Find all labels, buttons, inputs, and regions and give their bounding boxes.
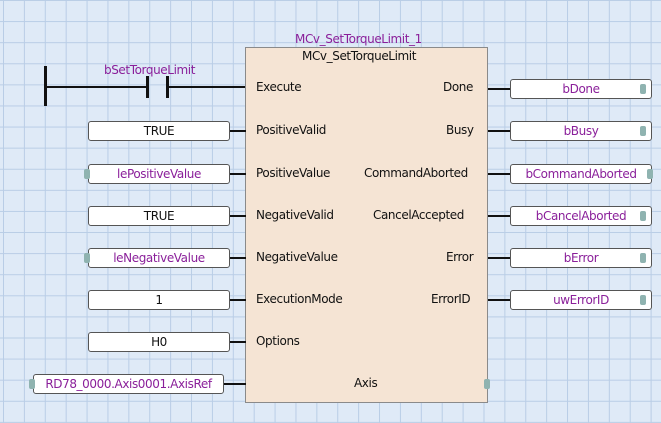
output-done[interactable]: bDone — [510, 79, 652, 99]
connector-tab — [484, 379, 490, 389]
pin-error-id: ErrorID — [431, 292, 471, 306]
pin-execute: Execute — [256, 80, 302, 94]
pin-execution-mode: ExecutionMode — [256, 292, 343, 306]
connector-tab — [640, 253, 646, 263]
output-error-id[interactable]: uwErrorID — [510, 290, 652, 310]
connector-tab — [640, 211, 646, 221]
input-wire-negative-value — [230, 257, 246, 259]
connector-tab — [29, 379, 35, 389]
output-wire-error-id — [488, 299, 510, 301]
output-cancel-accepted[interactable]: bCancelAborted — [510, 206, 652, 226]
pin-error: Error — [446, 250, 474, 264]
input-wire-negative-valid — [230, 215, 246, 217]
contact-right-bar[interactable] — [166, 76, 169, 98]
connector-tab — [640, 295, 646, 305]
pin-busy: Busy — [446, 123, 474, 137]
power-rail — [44, 66, 47, 106]
output-wire-busy — [488, 130, 510, 132]
input-wire-axis — [224, 383, 246, 385]
pin-axis: Axis — [354, 376, 378, 390]
output-wire-cancel-accepted — [488, 215, 510, 217]
pin-negative-valid: NegativeValid — [256, 208, 334, 222]
input-wire-execution-mode — [230, 299, 246, 301]
block-type-name: MCv_SetTorqueLimit — [302, 49, 417, 63]
connector-tab — [84, 253, 90, 263]
output-busy[interactable]: bBusy — [510, 121, 652, 141]
pin-options: Options — [256, 334, 300, 348]
contact-wire-left — [46, 86, 147, 88]
output-wire-error — [488, 257, 510, 259]
pin-negative-value: NegativeValue — [256, 250, 338, 264]
input-axis-ref[interactable]: RD78_0000.Axis0001.AxisRef — [33, 374, 224, 394]
pin-positive-value: PositiveValue — [256, 166, 331, 180]
input-execution-mode[interactable]: 1 — [88, 290, 230, 310]
contact-label: bSetTorqueLimit — [104, 63, 196, 77]
pin-command-aborted: CommandAborted — [364, 166, 468, 180]
connector-tab — [640, 84, 646, 94]
connector-tab — [647, 169, 653, 179]
input-positive-value[interactable]: lePositiveValue — [88, 164, 230, 184]
input-wire-options — [230, 341, 246, 343]
input-wire-positive-valid — [230, 130, 246, 132]
pin-positive-valid: PositiveValid — [256, 123, 326, 137]
input-negative-valid[interactable]: TRUE — [88, 206, 230, 226]
output-wire-done — [488, 88, 510, 90]
connector-tab — [640, 126, 646, 136]
connector-tab — [84, 169, 90, 179]
output-error[interactable]: bError — [510, 248, 652, 268]
output-command-aborted[interactable]: bCommandAborted — [510, 164, 652, 184]
input-options[interactable]: H0 — [88, 332, 230, 352]
output-wire-command-aborted — [488, 173, 510, 175]
pin-done: Done — [443, 80, 473, 94]
pin-cancel-accepted: CancelAccepted — [373, 208, 464, 222]
input-positive-valid[interactable]: TRUE — [88, 121, 230, 141]
input-wire-positive-value — [230, 173, 246, 175]
block-instance-name[interactable]: MCv_SetTorqueLimit_1 — [295, 32, 422, 46]
contact-wire-right — [168, 86, 246, 88]
contact-left-bar[interactable] — [146, 76, 149, 98]
function-block[interactable] — [245, 47, 488, 403]
input-negative-value[interactable]: leNegativeValue — [88, 248, 230, 268]
